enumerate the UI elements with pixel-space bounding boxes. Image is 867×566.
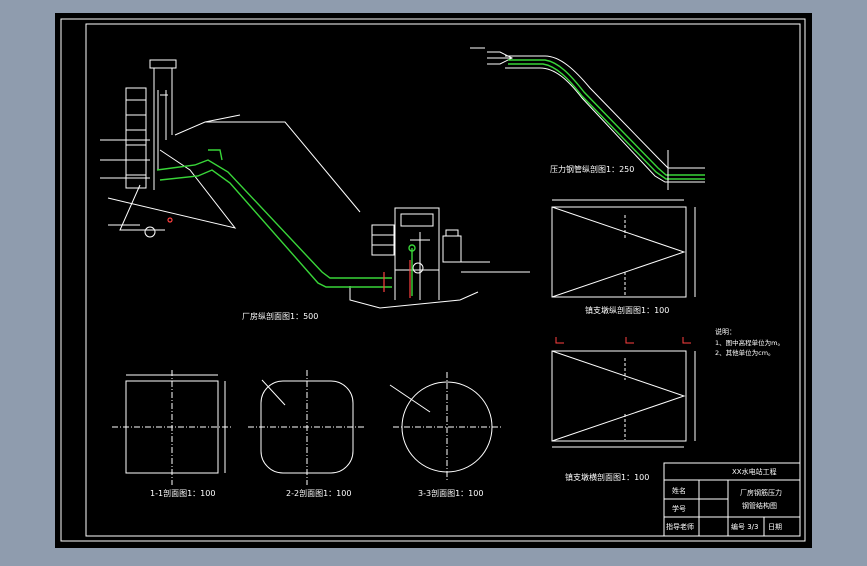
- drawing-sheet: [55, 13, 812, 548]
- section-1-1-label: 1-1剖面图1：100: [150, 488, 215, 498]
- powerhouse-section-drawing: [100, 59, 530, 309]
- section-cut-marks: [555, 337, 691, 344]
- name-label: 姓名: [672, 486, 686, 495]
- project-name: XX水电站工程: [732, 467, 777, 476]
- support-longitudinal-label: 镇支墩纵剖面图1：100: [585, 305, 669, 315]
- drawing-title-line-2: 钢管结构图: [742, 501, 777, 510]
- powerhouse-section-label: 厂房纵剖面图1：500: [242, 311, 318, 321]
- notes-line-1: 1、图中高程单位为m。: [715, 338, 784, 347]
- section-3-3-drawing: [389, 372, 501, 482]
- inner-frame: [85, 23, 801, 537]
- number-label: 编号 3/3: [731, 522, 759, 531]
- advisor-label: 指导老师: [666, 522, 694, 531]
- support-longitudinal-drawing: [551, 199, 696, 298]
- outer-frame: [60, 18, 806, 542]
- support-transverse-label: 镇支墩横剖面图1：100: [565, 472, 649, 482]
- title-block: [663, 462, 801, 537]
- notes-line-2: 2、其他单位为cm。: [715, 348, 775, 357]
- turbine-unit: [408, 244, 416, 296]
- section-2-2-drawing: [248, 370, 366, 485]
- support-transverse-drawing: [551, 350, 696, 448]
- date-label: 日期: [768, 523, 782, 531]
- notes-heading: 说明：: [715, 327, 736, 336]
- penstock-profile-label: 压力钢管纵剖图1：250: [550, 164, 634, 174]
- penstock-profile-drawing: [470, 47, 705, 190]
- section-1-1-drawing: [112, 370, 232, 485]
- valve-marks: [167, 217, 411, 298]
- drawing-title-line-1: 厂房钢筋压力: [740, 488, 782, 497]
- penstock-pipe-main: [156, 149, 392, 288]
- section-2-2-label: 2-2剖面图1：100: [286, 488, 351, 498]
- section-3-3-label: 3-3剖面图1：100: [418, 488, 483, 498]
- student-id-label: 学号: [672, 504, 686, 513]
